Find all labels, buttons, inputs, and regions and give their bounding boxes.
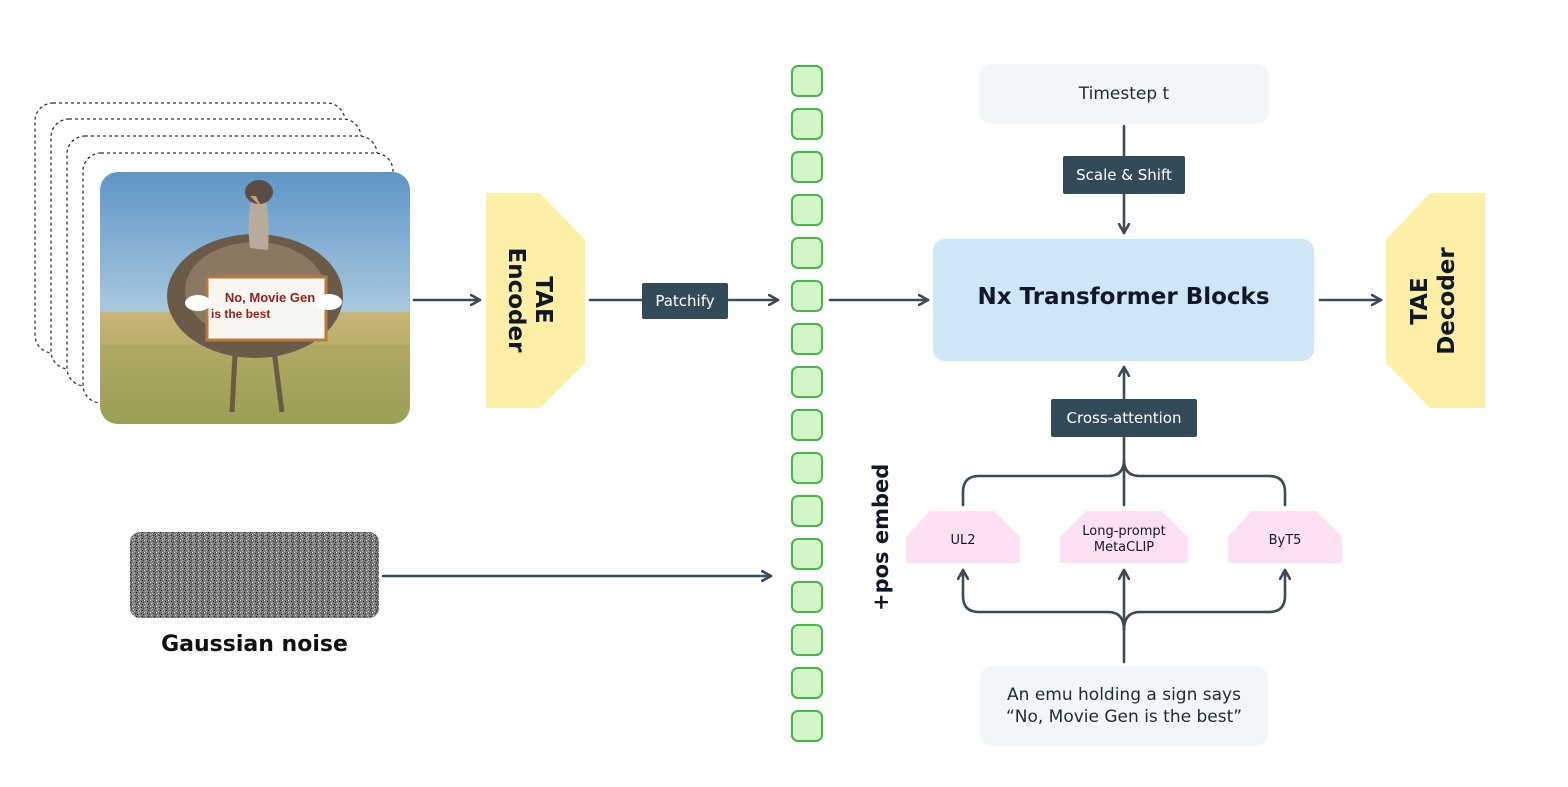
metaclip-encoder-label: Long-prompt MetaCLIP [1060, 524, 1188, 556]
tae-encoder-shape [486, 193, 585, 408]
ul2-label-line1: UL2 [950, 533, 976, 548]
patch-token [791, 280, 823, 312]
patch-token [791, 108, 823, 140]
metaclip-encoder-shape [1060, 511, 1188, 563]
transformer-blocks-label: Nx Transformer Blocks [977, 284, 1270, 310]
patch-token [791, 323, 823, 355]
sign-text-line2: is the best [211, 307, 271, 321]
patch-token [791, 237, 823, 269]
tae-decoder-line2: Decoder [1434, 247, 1460, 355]
patch-token [791, 151, 823, 183]
patch-token [791, 710, 823, 742]
byt5-label-line1: ByT5 [1268, 533, 1302, 548]
prompt-box: An emu holding a sign says “No, Movie Ge… [980, 666, 1268, 746]
gaussian-noise-label: Gaussian noise [161, 632, 348, 657]
tae-encoder-line1: TAE [530, 276, 556, 324]
prompt-line1: An emu holding a sign says [1007, 685, 1241, 705]
patchify-label: Patchify [642, 283, 728, 319]
tae-decoder-shape [1386, 193, 1485, 408]
patch-token [791, 667, 823, 699]
tae-decoder-label: TAE Decoder [1407, 201, 1465, 401]
connector-encoders-merge [961, 458, 1287, 507]
patch-token [791, 581, 823, 613]
patch-token [791, 409, 823, 441]
metaclip-label-line1: Long-prompt [1082, 524, 1166, 539]
ul2-encoder-shape [906, 511, 1020, 563]
scale-shift-label: Scale & Shift [1063, 156, 1185, 194]
emu-frame-image [100, 172, 410, 424]
pos-embed-label: +pos embed [869, 463, 893, 611]
tae-encoder-line2: Encoder [503, 247, 529, 353]
arrow-prompt-to-ul2 [963, 568, 1126, 632]
patch-token [791, 194, 823, 226]
ul2-encoder-label: UL2 [906, 533, 1020, 549]
cross-attention-label: Cross-attention [1051, 399, 1197, 437]
sign-text: No, Movie Gen is the best [211, 290, 323, 322]
prompt-line2: “No, Movie Gen is the best” [1005, 707, 1243, 727]
tae-decoder-line1: TAE [1407, 277, 1433, 325]
timestep-box: Timestep t [979, 64, 1269, 124]
byt5-encoder-label: ByT5 [1228, 533, 1342, 549]
patch-token [791, 366, 823, 398]
tae-encoder-label: TAE Encoder [503, 200, 556, 400]
patch-token [791, 65, 823, 97]
patch-token [791, 452, 823, 484]
transformer-blocks-box [933, 239, 1314, 361]
patch-token [791, 538, 823, 570]
patch-token [791, 624, 823, 656]
patch-token [791, 495, 823, 527]
sign-text-line1: No, Movie Gen [224, 290, 316, 305]
metaclip-label-line2: MetaCLIP [1093, 540, 1155, 555]
gaussian-noise-image [130, 532, 379, 618]
arrow-prompt-to-byt5 [1122, 568, 1285, 632]
byt5-encoder-shape [1228, 511, 1342, 563]
